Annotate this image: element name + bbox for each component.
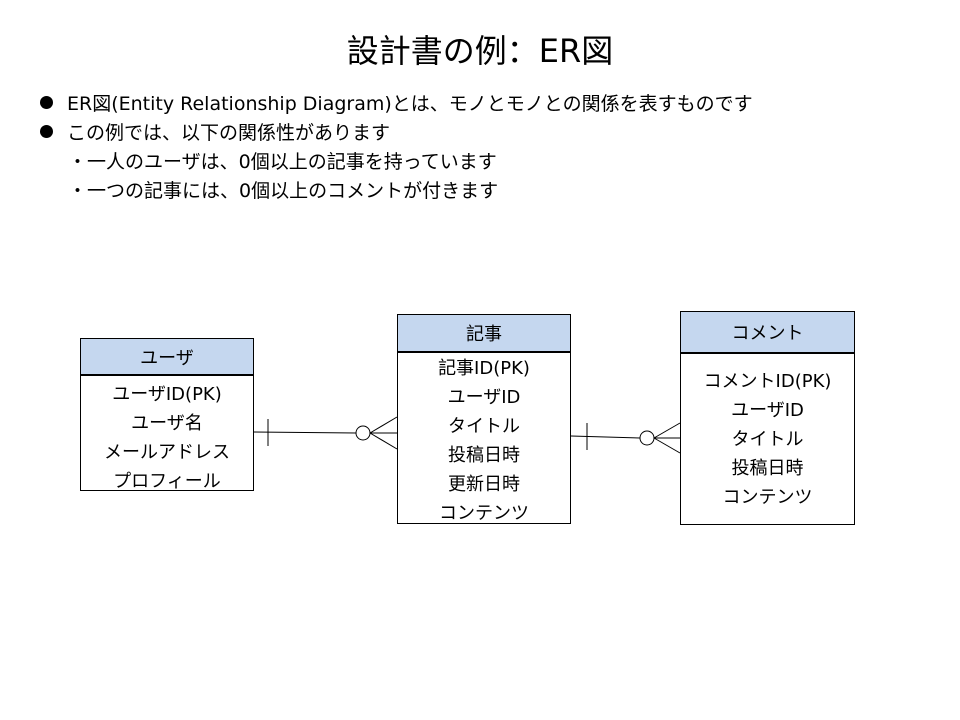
bullet-list: ER図(Entity Relationship Diagram)とは、モノとモノ…	[40, 90, 753, 206]
bullet-text: ER図(Entity Relationship Diagram)とは、モノとモノ…	[67, 93, 753, 115]
attribute: コメントID(PK)	[703, 371, 832, 392]
entity-user-attributes: ユーザID(PK) ユーザ名 メールアドレス プロフィール	[81, 376, 253, 496]
entity-user: ユーザ ユーザID(PK) ユーザ名 メールアドレス プロフィール	[80, 338, 254, 492]
attribute: タイトル	[731, 429, 804, 450]
bullet-item: ER図(Entity Relationship Diagram)とは、モノとモノ…	[40, 90, 753, 119]
entity-comment: コメント コメントID(PK) ユーザID タイトル 投稿日時 コンテンツ	[680, 311, 855, 525]
sub-bullet-item: ・一人のユーザは、0個以上の記事を持っています	[68, 151, 497, 173]
relationship-user-article	[253, 416, 398, 450]
relationship-article-comment	[570, 422, 681, 454]
attribute: メールアドレス	[104, 442, 230, 463]
sub-bullet-item: ・一つの記事には、0個以上のコメントが付きます	[68, 180, 499, 202]
bullet-text: この例では、以下の関係性があります	[67, 122, 391, 144]
attribute: 投稿日時	[731, 458, 804, 479]
crow-foot-icon	[369, 432, 398, 450]
crow-foot-icon	[369, 416, 398, 434]
attribute: 投稿日時	[448, 445, 520, 466]
connector-line	[570, 435, 641, 439]
bullet-dot-icon	[40, 96, 53, 109]
crow-foot-icon	[653, 422, 681, 439]
entity-article-attributes: 記事ID(PK) ユーザID タイトル 投稿日時 更新日時 コンテンツ	[398, 353, 570, 528]
crow-foot-icon	[653, 437, 681, 454]
attribute: コンテンツ	[722, 487, 813, 508]
connector-line	[253, 431, 357, 434]
entity-article-header: 記事	[398, 315, 570, 353]
attribute: ユーザ名	[131, 413, 203, 434]
bullet-dot-icon	[40, 125, 53, 138]
attribute: タイトル	[448, 416, 520, 437]
entity-user-header: ユーザ	[81, 339, 253, 376]
attribute: コンテンツ	[439, 503, 529, 524]
attribute: 記事ID(PK)	[438, 358, 530, 379]
entity-comment-header: コメント	[681, 312, 854, 354]
entity-article: 記事 記事ID(PK) ユーザID タイトル 投稿日時 更新日時 コンテンツ	[397, 314, 571, 524]
attribute: ユーザID(PK)	[112, 384, 222, 405]
zero-circle-icon	[355, 425, 371, 441]
bullet-item: この例では、以下の関係性があります	[40, 119, 753, 148]
attribute: ユーザID	[731, 400, 804, 421]
zero-circle-icon	[639, 430, 655, 446]
attribute: 更新日時	[448, 474, 520, 495]
attribute: ユーザID	[447, 387, 521, 408]
page-title: 設計書の例：ER図	[346, 32, 614, 70]
entity-comment-attributes: コメントID(PK) ユーザID タイトル 投稿日時 コンテンツ	[681, 354, 854, 512]
attribute: プロフィール	[113, 471, 221, 492]
